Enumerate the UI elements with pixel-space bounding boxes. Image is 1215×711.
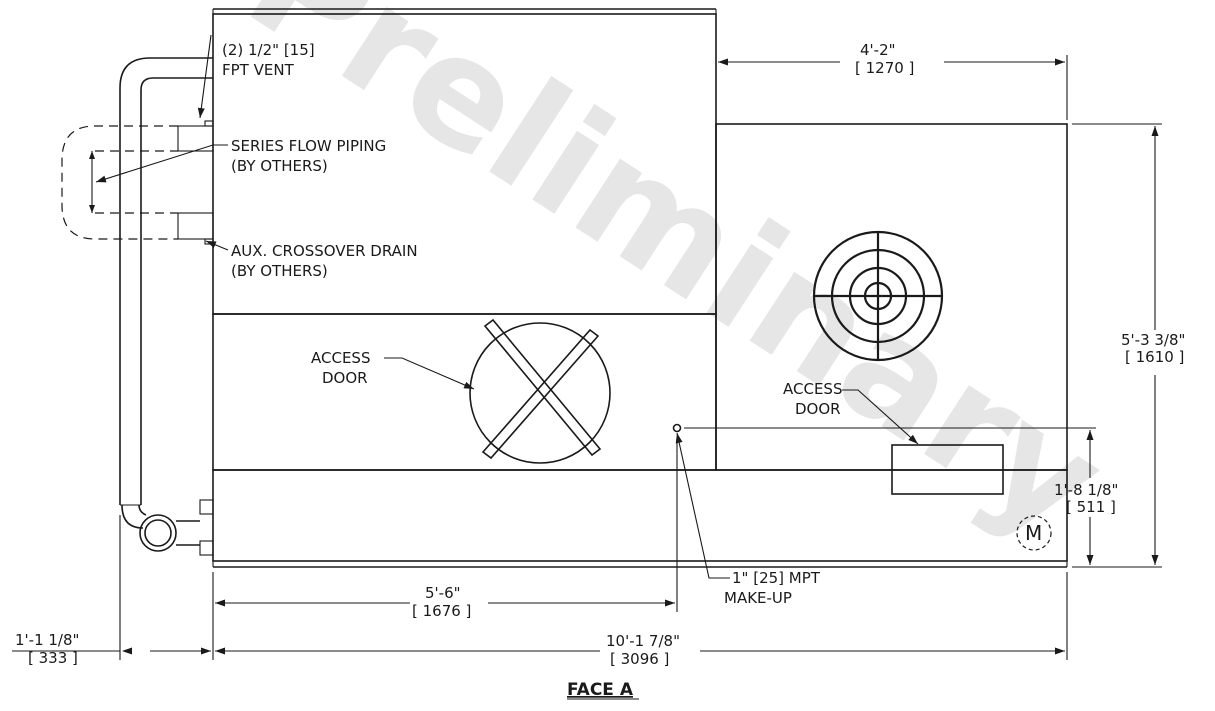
riser-pipe (119, 57, 214, 556)
vent-leader (197, 34, 212, 119)
rectangular-access-door (891, 444, 1004, 495)
dim-top-width: 4'-2" [ 1270 ] (718, 41, 1068, 120)
dim-top-width-met: [ 1270 ] (855, 59, 914, 77)
left-casing-lower (212, 313, 717, 471)
basin (212, 469, 1068, 562)
aux-label-line2: (BY OTHERS) (231, 262, 328, 280)
right-access-leader (842, 389, 919, 445)
watermark: Preliminary (220, 0, 1133, 571)
logo-text: M (1025, 521, 1042, 545)
left-access-label-line2: DOOR (322, 369, 368, 387)
dim-right-height-met: [ 1610 ] (1125, 348, 1184, 366)
makeup-leader (675, 432, 730, 579)
dim-makeup-height: 1'-8 1/8" [ 511 ] (684, 427, 1118, 565)
vent-label-line2: FPT VENT (222, 61, 295, 79)
right-access-label-line2: DOOR (795, 400, 841, 418)
dim-top-width-imp: 4'-2" (860, 41, 896, 59)
aux-leader (205, 240, 229, 251)
series-leader (95, 144, 228, 183)
dim-right-height-imp: 5'-3 3/8" (1121, 331, 1185, 349)
dim-pipe-offset: 1'-1 1/8" [ 333 ] (12, 515, 211, 667)
circular-access-door (469, 318, 611, 464)
makeup-label-line2: MAKE-UP (724, 589, 792, 607)
manufacturer-logo: M (1016, 515, 1052, 551)
vent-label-line1: (2) 1/2" [15] (222, 41, 315, 59)
dim-makeup-offset: 5'-6" [ 1676 ] (212, 440, 678, 660)
series-flow-piping (61, 120, 214, 245)
dim-makeup-offset-imp: 5'-6" (425, 584, 461, 602)
makeup-connection-icon (672, 423, 682, 433)
dim-pipe-offset-met: [ 333 ] (28, 649, 78, 667)
aux-label-line1: AUX. CROSSOVER DRAIN (231, 242, 418, 260)
dim-overall-width-imp: 10'-1 7/8" (606, 632, 680, 650)
dim-pipe-offset-imp: 1'-1 1/8" (15, 631, 79, 649)
dim-right-height: 5'-3 3/8" [ 1610 ] (1072, 123, 1185, 568)
series-label-line2: (BY OTHERS) (231, 157, 328, 175)
dim-makeup-height-met: [ 511 ] (1066, 498, 1116, 516)
series-label-line1: SERIES FLOW PIPING (231, 137, 386, 155)
dim-overall-width-met: [ 3096 ] (610, 650, 669, 668)
dim-makeup-offset-met: [ 1676 ] (412, 602, 471, 620)
left-access-leader (384, 357, 475, 390)
dim-overall-width: 10'-1 7/8" [ 3096 ] (215, 572, 1068, 668)
dim-makeup-height-imp: 1'-8 1/8" (1054, 481, 1118, 499)
right-access-label-line1: ACCESS (783, 380, 842, 398)
makeup-label-line1: 1" [25] MPT (732, 569, 821, 587)
drawing-title: FACE A (567, 680, 634, 700)
left-access-label-line1: ACCESS (311, 349, 370, 367)
fan-guard-icon (812, 230, 944, 362)
